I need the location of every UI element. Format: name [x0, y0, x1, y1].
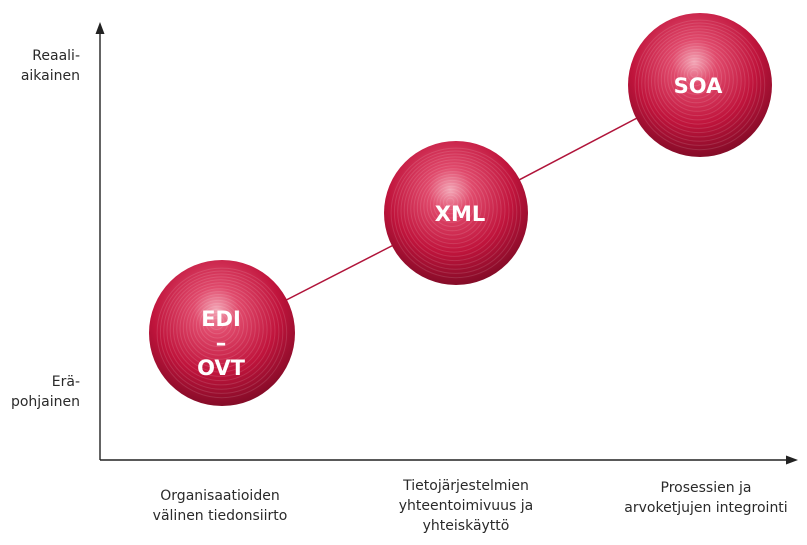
sphere-ring [182, 291, 256, 365]
sphere-rings [390, 147, 522, 279]
sphere-label-edi: EDI [201, 307, 241, 331]
sphere-ring [657, 40, 738, 121]
sphere-ring [202, 308, 233, 339]
sphere-ring [433, 185, 471, 223]
sphere-rings [634, 19, 766, 151]
sphere-ring [673, 54, 719, 100]
sphere-ring [439, 191, 463, 215]
y-axis-label-bottom: Erä- pohjainen [10, 374, 80, 410]
sphere-ring [670, 51, 722, 104]
sphere-ring [179, 288, 260, 369]
sphere-ring [680, 60, 711, 91]
sphere-edi-ovt: EDI – OVT [149, 260, 295, 406]
x-axis-label-1: Organisaatioiden välinen tiedonsiirto [152, 488, 288, 524]
sphere-ring [647, 31, 750, 134]
sphere-ring [436, 188, 467, 219]
sphere-ring [446, 197, 455, 206]
sphere-ring [651, 34, 746, 129]
sphere-ring [393, 150, 518, 274]
sphere-ring [195, 302, 241, 348]
sphere-ring [186, 294, 252, 360]
sphere-ring [390, 147, 522, 279]
sphere-ring [192, 299, 244, 352]
sphere-ring [677, 57, 715, 95]
sphere-ring [397, 153, 514, 270]
sphere-ring [660, 43, 734, 117]
sphere-rings [156, 267, 288, 399]
sphere-ring [634, 19, 766, 151]
sphere-ring [407, 162, 502, 257]
sphere-ring [156, 267, 288, 399]
x-axis-arrowhead [786, 455, 798, 465]
sphere-ring [410, 165, 498, 253]
sphere-ring [169, 279, 272, 382]
axes [95, 22, 798, 465]
sphere-ring [690, 69, 699, 78]
sphere-ring [683, 63, 707, 87]
sphere-ring [641, 25, 758, 142]
sphere-ring [209, 314, 225, 330]
y-axis-label-top: Reaali- aikainen [20, 48, 80, 84]
sphere-ring [644, 28, 754, 138]
sphere-ring [637, 22, 762, 146]
sphere-ring [420, 174, 486, 240]
x-axis-label-3: Prosessien ja arvoketjujen integrointi [624, 480, 788, 516]
sphere-ring [443, 194, 459, 210]
sphere-ring [199, 305, 237, 343]
sphere-label-dash: – [216, 331, 227, 355]
sphere-ring [189, 297, 248, 356]
sphere-ring [159, 270, 284, 394]
sphere-ring [400, 156, 510, 266]
sphere-ring [176, 285, 264, 373]
sphere-ring [163, 273, 280, 390]
sphere-label-ovt: OVT [197, 356, 246, 380]
sphere-soa: SOA [628, 13, 772, 157]
sphere-ring [166, 276, 276, 386]
sphere-ring [667, 49, 726, 108]
sphere-ring [426, 179, 478, 232]
sphere-ring [423, 177, 482, 236]
sphere-ring [212, 317, 221, 326]
sphere-label-xml: XML [435, 202, 485, 226]
sphere-xml: XML [384, 141, 528, 285]
x-axis-label-2: Tietojärjestelmien yhteentoimivuus ja yh… [398, 478, 534, 534]
sphere-ring [416, 171, 490, 245]
sphere-ring [664, 46, 730, 112]
sphere-ring [687, 66, 703, 82]
sphere-ring [205, 311, 229, 335]
sphere-ring [403, 159, 506, 262]
sphere-ring [413, 168, 494, 249]
sphere-ring [654, 37, 742, 125]
sphere-ring [173, 282, 268, 377]
sphere-label-soa: SOA [674, 74, 723, 98]
sphere-ring [429, 182, 475, 228]
y-axis-arrowhead [95, 22, 105, 34]
